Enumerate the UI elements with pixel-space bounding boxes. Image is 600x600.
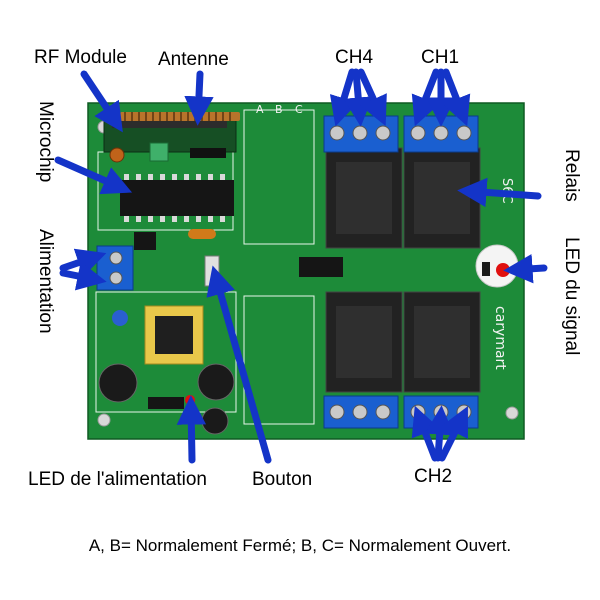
arrow-ch2-c	[438, 406, 468, 462]
label-led-alimentation: LED de l'alimentation	[28, 469, 207, 490]
arrow-ch4-b	[343, 68, 373, 127]
arrow-bouton	[206, 265, 272, 464]
arrow-ch1-c	[442, 68, 471, 127]
capacitor	[98, 363, 138, 403]
terminal-ch4	[323, 115, 399, 153]
microchip-ic	[120, 174, 234, 222]
label-ch2: CH2	[414, 466, 453, 487]
capacitor	[201, 407, 229, 435]
arrow-microchip	[54, 156, 133, 195]
signal-led	[475, 244, 519, 288]
arrow-antenne	[184, 70, 214, 126]
silk-terminal-b: B	[275, 103, 283, 116]
label-ch4: CH4	[335, 47, 374, 68]
callout-arrows	[54, 68, 548, 464]
rf-module	[103, 115, 237, 163]
voltage-regulator	[134, 232, 156, 250]
arrow-rf-module	[80, 70, 123, 133]
arrow-alimentation-2	[59, 261, 107, 291]
label-ch1: CH1	[421, 47, 460, 68]
transformer-core	[155, 316, 193, 354]
label-microchip: Microchip	[35, 101, 56, 183]
power-terminal	[96, 245, 134, 291]
ceramic-capacitor	[112, 310, 128, 326]
label-antenne: Antenne	[158, 49, 229, 70]
arrow-led-alimentation	[176, 395, 207, 464]
arrow-ch1-a	[411, 68, 440, 127]
label-rf-module: RF Module	[34, 47, 127, 68]
arrow-led-signal	[503, 254, 548, 284]
arrow-ch2-a	[411, 405, 440, 462]
label-alimentation: Alimentation	[35, 229, 56, 334]
arrow-ch2-b	[424, 405, 455, 462]
relays	[325, 147, 481, 393]
driver-ic	[299, 257, 343, 277]
resistor	[188, 229, 216, 239]
antenna-coil	[120, 112, 240, 121]
caption: A, B= Normalement Fermé; B, C= Normaleme…	[88, 536, 512, 555]
capacitor	[197, 363, 235, 401]
rectifier	[148, 397, 184, 409]
silk-terminal-c: C	[295, 103, 303, 116]
label-bouton: Bouton	[252, 469, 313, 490]
arrow-ch4-a	[329, 68, 359, 127]
label-relais: Relais	[561, 149, 582, 202]
label-led-signal: LED du signal	[561, 237, 582, 356]
silk-brand: carymart	[492, 306, 508, 370]
silk-terminal-a: A	[256, 103, 264, 116]
arrow-ch4-c	[357, 68, 387, 127]
arrow-relais	[457, 177, 542, 208]
terminal-ch3	[323, 395, 399, 429]
